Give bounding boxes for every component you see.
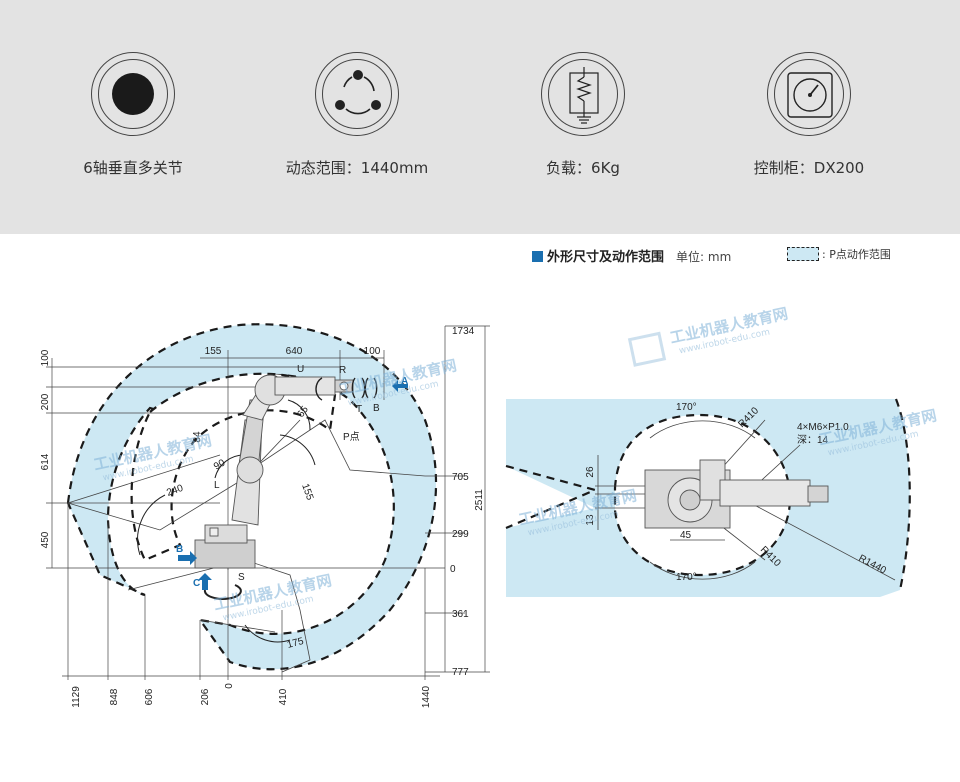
dim-84: 84 [192,431,203,443]
thread-spec: 4×M6×P1.0 [797,422,849,433]
side-view: 155 640 100 100 200 84 614 450 1734 705 … [40,323,490,708]
dim-1734: 1734 [452,326,475,337]
spec-range-label: 动态范围：1440mm [285,159,429,177]
dim-640: 640 [286,346,303,357]
angle-175: 175 [286,636,305,651]
thread-depth: 深：14 [797,434,829,446]
axis-s: S [238,572,245,583]
spec-payload: 负载：6Kg [483,52,683,178]
dim-100-left: 100 [40,349,51,366]
weight-spring-icon [541,52,625,136]
axis-r: R [339,365,346,376]
arrow-a-icon [392,380,408,392]
range-swatch [787,247,819,261]
dim-2511: 2511 [474,489,485,511]
dim-450: 450 [40,531,51,548]
dim-1440: 1440 [421,685,432,708]
spec-payload-label: 负载：6Kg [546,159,620,177]
dim-100-top: 100 [364,346,381,357]
axis-l: L [214,480,220,491]
dim-361: 361 [452,609,469,620]
dim-1129: 1129 [71,686,82,708]
solid-disc-icon [91,52,175,136]
dim-0-right: 0 [450,564,456,575]
spec-range: 动态范围：1440mm [257,52,457,178]
dim-26: 26 [585,466,596,478]
spec-axes-label: 6轴垂直多关节 [83,159,183,177]
angle-170-top: 170° [676,402,697,413]
spec-axes: 6轴垂直多关节 [33,52,233,178]
dim-705: 705 [452,472,469,483]
view-b: B [176,544,183,555]
view-c: C [193,578,200,589]
dim-614: 614 [40,453,51,470]
axis-u: U [297,364,304,375]
blue-square-icon [532,251,543,262]
dim-155: 155 [205,346,222,357]
axis-t: T [356,404,362,415]
range-legend: : P点动作范围 [787,246,891,262]
axis-b: B [373,403,380,414]
dim-206: 206 [200,688,211,705]
robot-side-body [194,374,354,569]
dim-299: 299 [452,529,469,540]
angle-90: 90 [212,457,228,472]
arrow-b-icon [178,551,197,565]
arrow-c-icon [198,573,212,590]
dim-13: 13 [585,514,596,526]
dim-606: 606 [144,688,155,705]
robot-top-body [644,459,829,529]
angle-155: 155 [299,482,315,502]
spec-controller-label: 控制柜：DX200 [753,159,865,177]
dim-410: 410 [278,688,289,705]
view-a: A [401,376,408,387]
point-p: P点 [343,431,360,443]
angle-170-bottom: 170° [676,572,697,583]
top-view: 170° 170° R410 R410 R1440 26 13 45 4×M6×… [505,398,911,597]
dimension-legend: 外形尺寸及动作范围单位: mm [532,246,731,265]
spec-controller: 控制柜：DX200 [709,52,909,178]
range-legend-label: : P点动作范围 [822,248,891,261]
legend-title: 外形尺寸及动作范围 [547,250,665,265]
legend-unit: 单位: mm [676,250,732,264]
dim-45: 45 [680,530,692,541]
dim-0-bottom: 0 [224,683,235,689]
motion-range-icon [315,52,399,136]
dim-200: 200 [40,393,51,410]
dim-848: 848 [109,688,120,705]
dim-777: 777 [452,667,469,678]
gauge-icon [767,52,851,136]
